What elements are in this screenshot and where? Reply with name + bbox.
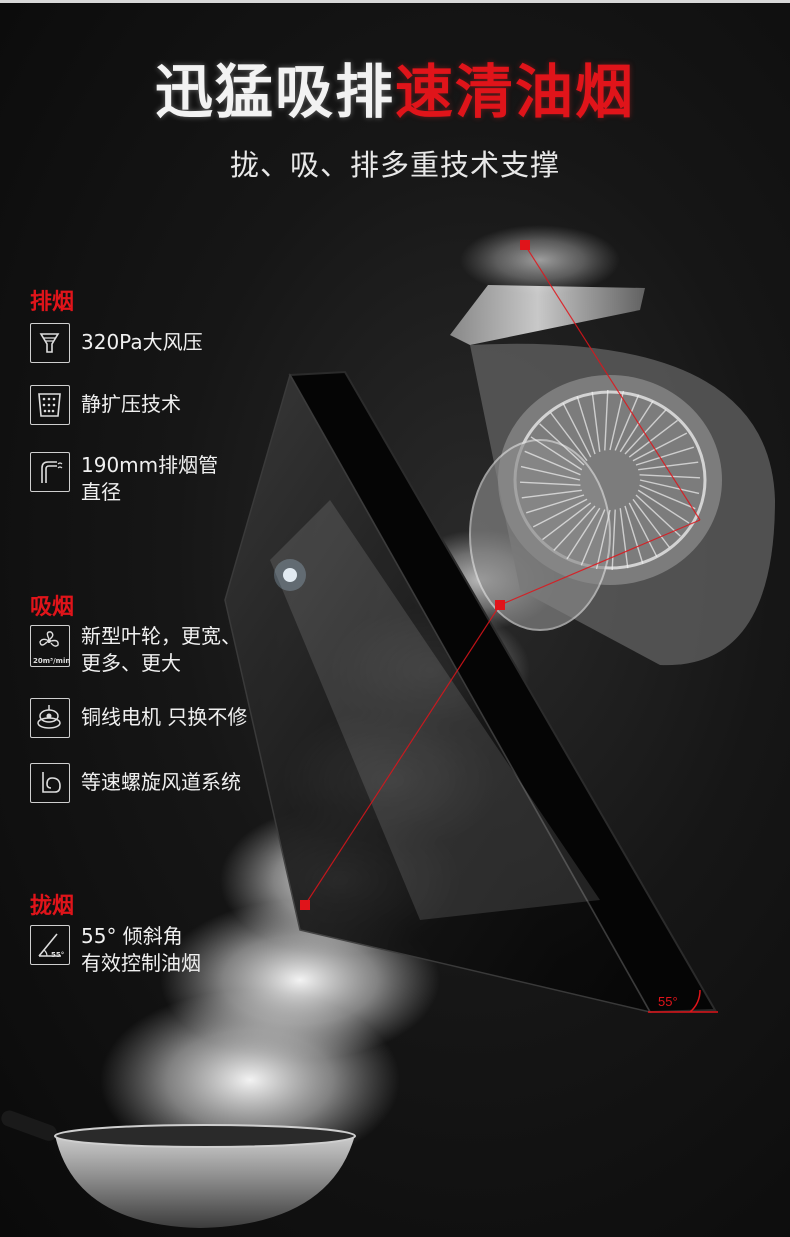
subtitle: 拢、吸、排多重技术支撑 <box>229 148 560 182</box>
fan-blade <box>530 436 583 471</box>
fan-blade <box>549 412 588 462</box>
fan-blade <box>521 489 582 499</box>
fan-blade <box>638 461 699 471</box>
feature-text: 新型叶轮，更宽、 更多、更大 <box>81 624 241 675</box>
feature-text: 铜线电机 只换不修 <box>81 705 248 729</box>
fan-blade <box>611 509 616 571</box>
fan-blade <box>520 465 581 481</box>
fan-blade <box>609 390 625 451</box>
headline: 迅猛吸排速清油烟 <box>0 52 790 132</box>
fan-blade <box>591 391 601 452</box>
impeller-icon-label: 20m³/min <box>33 657 71 665</box>
motor-coil-icon <box>30 698 70 738</box>
fan-blade <box>628 419 678 458</box>
fan-blade <box>628 502 658 558</box>
marker-exhaust <box>520 240 530 250</box>
fan-blade <box>553 505 596 551</box>
fan-blade <box>619 400 654 453</box>
perforated-plate-icon <box>30 385 70 425</box>
fan-blade <box>542 502 592 541</box>
feature-tilt-angle: 55° 55° 倾斜角 有效控制油烟 <box>30 924 201 977</box>
fan-blade <box>566 507 601 560</box>
angle-mark: 55° <box>648 989 718 1013</box>
exhaust-pipe-icon <box>30 452 70 492</box>
feature-impeller: 20m³/min 新型叶轮，更宽、 更多、更大 <box>30 624 241 677</box>
fan-blade <box>519 481 581 486</box>
feature-static-pressure: 静扩压技术 <box>30 385 181 425</box>
fan-blade <box>632 432 688 462</box>
fan-blade <box>562 402 592 458</box>
headline-red: 速清油烟 <box>395 58 636 126</box>
feature-text: 320Pa大风压 <box>81 330 203 354</box>
fan-blade <box>580 509 606 566</box>
marker-gather <box>300 900 310 910</box>
fan-blade <box>595 509 611 570</box>
section-title-suction: 吸烟 <box>30 595 75 620</box>
angle-icon: 55° <box>30 925 70 965</box>
feature-air-pressure: 320Pa大风压 <box>30 323 203 363</box>
fan-blades <box>519 389 701 571</box>
fan-blade <box>635 446 694 466</box>
fan-blade <box>639 479 700 495</box>
feature-text: 190mm排烟管 直径 <box>81 453 219 504</box>
hood-glass-panel <box>224 370 717 1014</box>
marker-suction <box>495 600 505 610</box>
top-divider <box>0 0 790 3</box>
fan-blade <box>532 498 588 528</box>
feature-motor: 铜线电机 只换不修 <box>30 698 247 738</box>
fan-blade <box>614 394 640 451</box>
fan-blade <box>604 389 609 451</box>
feature-text: 55° 倾斜角 有效控制油烟 <box>81 924 201 975</box>
impeller-icon: 20m³/min <box>30 625 70 667</box>
feature-pipe-diameter: 190mm排烟管 直径 <box>30 452 218 506</box>
fan-blade <box>637 489 690 524</box>
fan-blade <box>624 505 644 564</box>
feature-spiral-duct: 等速螺旋风道系统 <box>30 763 241 803</box>
section-title-gather: 拢烟 <box>30 894 75 919</box>
guide-lines <box>304 244 701 906</box>
fan-blade <box>632 498 671 548</box>
angle-icon-label: 55° <box>51 951 65 959</box>
feature-text: 静扩压技术 <box>81 392 181 416</box>
fan-blade <box>524 450 581 476</box>
fan-blade <box>619 508 629 569</box>
funnel-fan-icon <box>30 323 70 363</box>
fan-blade <box>624 409 667 455</box>
spiral-duct-icon <box>30 763 70 803</box>
section-title-exhaust: 排烟 <box>30 290 75 315</box>
fan-blade <box>639 474 701 479</box>
fan-blade <box>526 494 585 514</box>
wok <box>1 1110 356 1228</box>
fan-blade <box>576 396 596 455</box>
angle-label: 55° <box>658 994 678 1009</box>
fan-blade <box>635 494 681 537</box>
feature-text: 等速螺旋风道系统 <box>81 770 241 794</box>
fan-blade <box>539 423 585 466</box>
headline-white: 迅猛吸排 <box>154 58 395 126</box>
fan-blade <box>639 484 696 510</box>
